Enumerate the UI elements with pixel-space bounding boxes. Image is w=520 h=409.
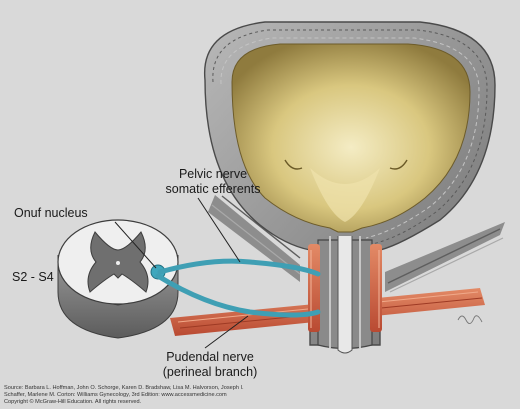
urethra	[317, 236, 373, 354]
pelvic-nerve	[157, 258, 321, 277]
spinal-level-label: S2 - S4	[12, 270, 54, 284]
pelvic-floor-right	[385, 222, 505, 293]
spinal-cord	[57, 219, 179, 339]
bladder	[203, 21, 496, 346]
pudendal-nerve-label: Pudendal nerve (perineal branch)	[162, 350, 258, 379]
nerves	[155, 258, 321, 318]
pelvic-nerve-label: Pelvic nerve somatic efferents	[165, 167, 261, 196]
source-credit: Source: Barbara L. Hoffman, John O. Scho…	[4, 385, 244, 406]
artist-signature	[457, 315, 483, 324]
onuf-nucleus-label: Onuf nucleus	[14, 206, 88, 220]
leader-lines	[114, 197, 249, 349]
urethral-sphincter	[308, 244, 382, 332]
pudendal-nerve	[155, 273, 321, 318]
